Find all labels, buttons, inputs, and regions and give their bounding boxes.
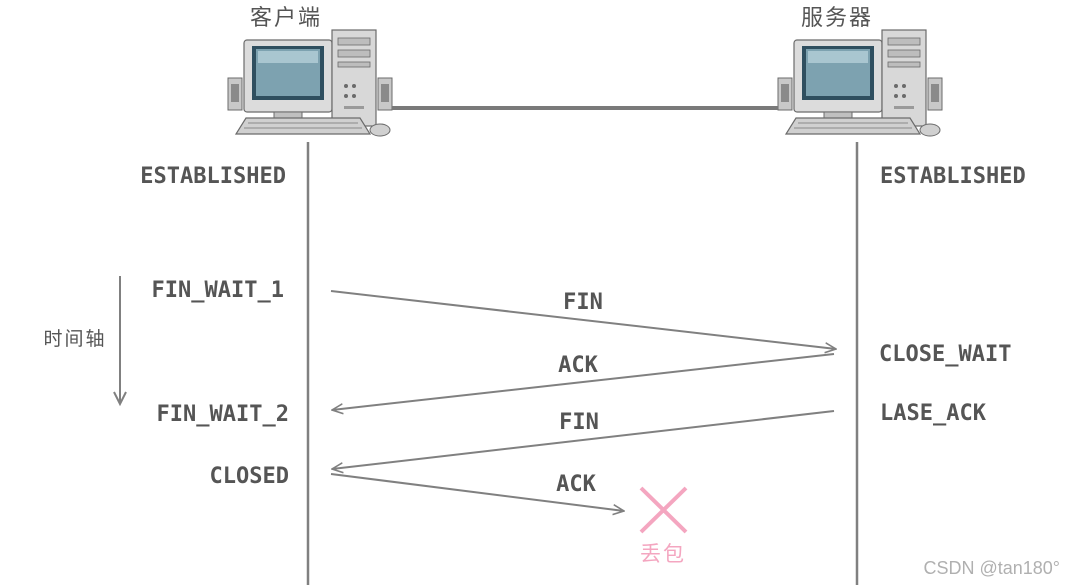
message-label-ack-2: ACK [556, 472, 596, 497]
timeline-arrowhead [113, 391, 127, 407]
server-state-last-ack: LASE_ACK [880, 401, 987, 426]
server-state-close-wait: CLOSE_WAIT [879, 342, 1011, 367]
client-computer-icon [227, 29, 393, 137]
client-state-closed: CLOSED [210, 464, 289, 489]
client-state-established: ESTABLISHED [140, 164, 286, 189]
message-arrow-fin-2 [332, 410, 835, 469]
message-label-ack-1: ACK [558, 353, 598, 378]
server-title: 服务器 [801, 6, 873, 31]
client-state-fin-wait-2: FIN_WAIT_2 [157, 402, 289, 427]
timeline-label: 时间轴 [43, 328, 106, 350]
packet-loss-x-icon [639, 486, 688, 534]
message-arrow-ack-1 [332, 353, 835, 410]
server-computer-icon [777, 29, 943, 137]
client-title: 客户端 [250, 6, 322, 31]
message-label-fin-2: FIN [559, 410, 599, 435]
server-state-established: ESTABLISHED [880, 164, 1026, 189]
client-state-fin-wait-1: FIN_WAIT_1 [152, 278, 284, 303]
message-label-fin-1: FIN [563, 290, 603, 315]
watermark: CSDN @tan180° [923, 558, 1060, 578]
message-arrow-fin-1 [330, 290, 836, 349]
message-arrow-ack-2 [330, 473, 624, 511]
packet-loss-label: 丢包 [640, 542, 686, 566]
